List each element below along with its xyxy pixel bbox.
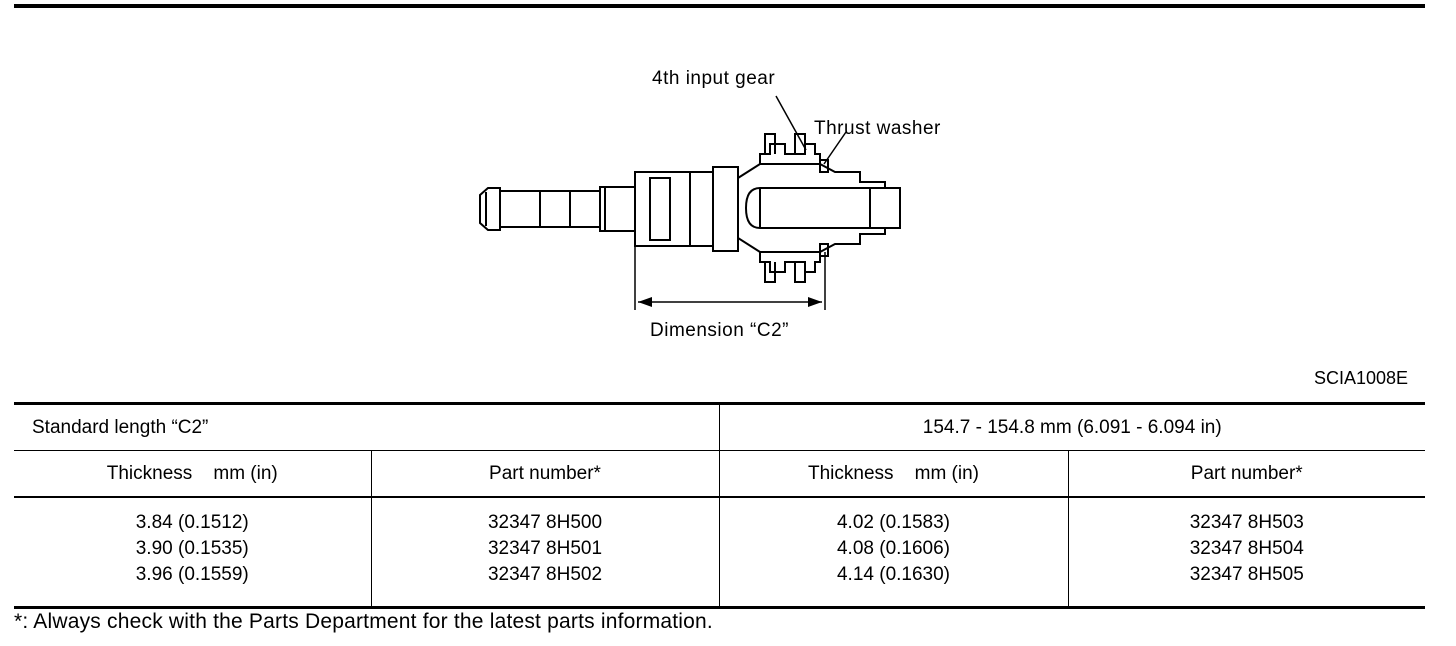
- table-cell: 4.14 (0.1630): [836, 564, 951, 585]
- standard-length-row: Standard length “C2” 154.7 - 154.8 mm (6…: [14, 403, 1425, 451]
- header-part-number-1: Part number*: [370, 450, 720, 498]
- header-part-number-2: Part number*: [1067, 450, 1425, 498]
- standard-length-value: 154.7 - 154.8 mm (6.091 - 6.094 in): [718, 403, 1425, 451]
- table-cell: 32347 8H500: [487, 512, 603, 533]
- table-cell: 4.02 (0.1583): [836, 512, 951, 533]
- figure-id: SCIA1008E: [1313, 368, 1408, 388]
- header-thickness-2: Thickness mm (in): [718, 450, 1069, 498]
- part-number-column-1: 32347 8H500 32347 8H501 32347 8H502: [370, 496, 720, 608]
- footnote: *: Always check with the Parts Departmen…: [14, 610, 713, 633]
- thickness-column-2: 4.02 (0.1583) 4.08 (0.1606) 4.14 (0.1630…: [718, 496, 1069, 608]
- header-thickness-1: Thickness mm (in): [14, 450, 372, 498]
- part-number-column-2: 32347 8H503 32347 8H504 32347 8H505: [1067, 496, 1425, 608]
- label-4th-input-gear: 4th input gear: [652, 68, 776, 89]
- table-cell: 32347 8H502: [487, 564, 603, 585]
- top-rule: [14, 4, 1425, 8]
- table-cell: 3.96 (0.1559): [135, 564, 249, 585]
- table-cell: 32347 8H504: [1189, 538, 1304, 559]
- label-dimension-c2: Dimension “C2”: [650, 320, 789, 341]
- shaft-diagram: 4th input gear Thrust washer Dimension “…: [460, 60, 980, 350]
- header-row: Thickness mm (in) Part number* Thickness…: [14, 450, 1425, 498]
- data-row: 3.84 (0.1512) 3.90 (0.1535) 3.96 (0.1559…: [14, 496, 1425, 608]
- table-cell: 32347 8H501: [487, 538, 603, 559]
- spec-table: Standard length “C2” 154.7 - 154.8 mm (6…: [14, 402, 1425, 609]
- label-thrust-washer: Thrust washer: [814, 118, 941, 139]
- table-cell: 32347 8H503: [1189, 512, 1304, 533]
- table-cell: 32347 8H505: [1189, 564, 1304, 585]
- table-cell: 4.08 (0.1606): [836, 538, 951, 559]
- shaft-drawing: [479, 95, 901, 310]
- table-cell: 3.84 (0.1512): [135, 512, 249, 533]
- table-cell: 3.90 (0.1535): [135, 538, 249, 559]
- standard-length-label: Standard length “C2”: [14, 403, 720, 451]
- thickness-column-1: 3.84 (0.1512) 3.90 (0.1535) 3.96 (0.1559…: [14, 496, 372, 608]
